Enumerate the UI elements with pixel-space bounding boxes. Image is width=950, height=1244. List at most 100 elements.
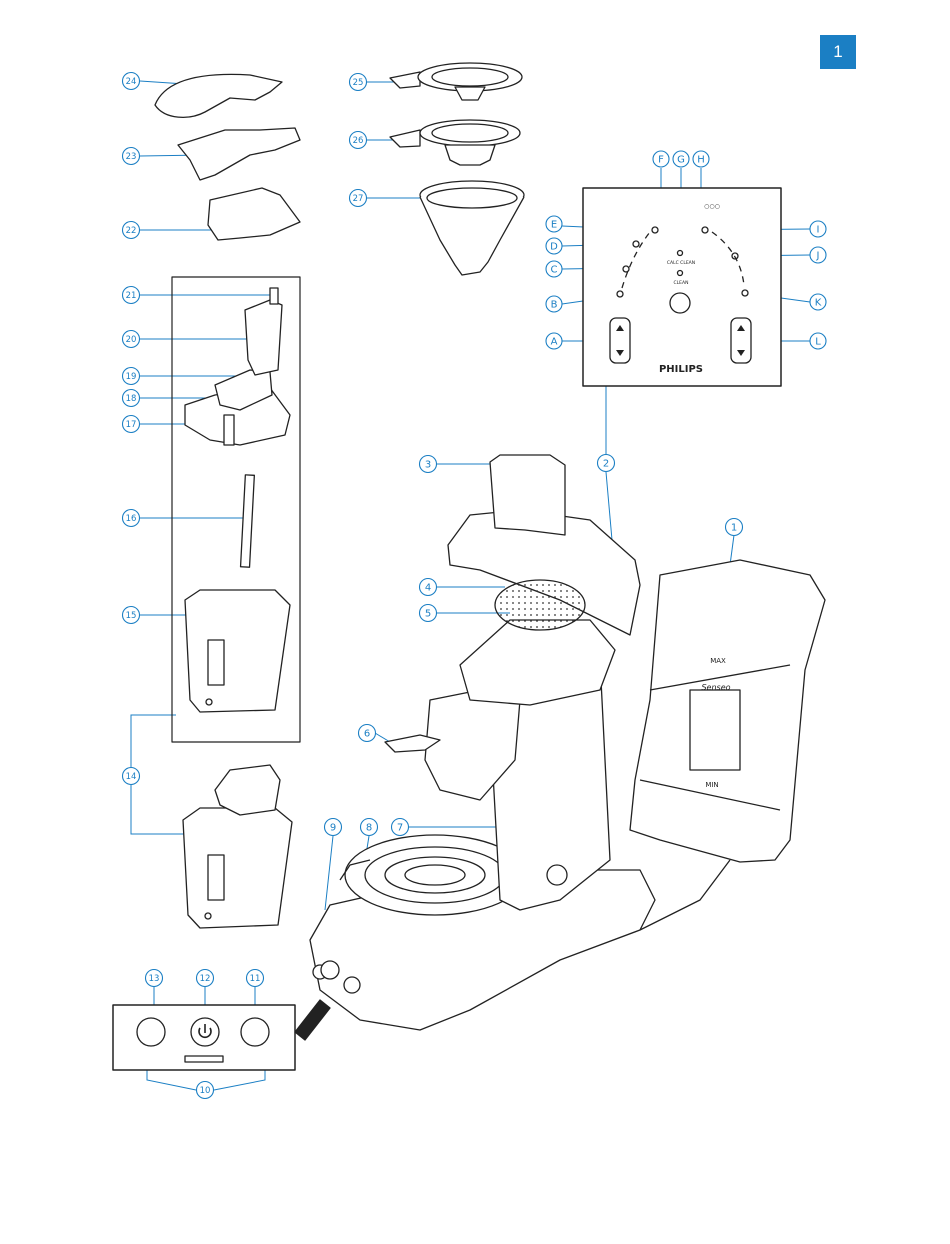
callout-text-n17: 17 xyxy=(126,420,137,430)
callout-text-n18: 18 xyxy=(126,394,137,404)
callout-text-n8: 8 xyxy=(366,823,372,834)
callout-n7: 7 xyxy=(392,819,409,836)
reservoir-max-label: MAX xyxy=(710,657,726,665)
reservoir-logo-text: Senseo xyxy=(701,683,730,692)
part-25-pad-holder-one-cup xyxy=(390,63,522,100)
callout-n2: 2 xyxy=(598,455,615,472)
callout-letter-J: J xyxy=(810,247,826,263)
callout-n12: 12 xyxy=(197,970,214,987)
callout-n18: 18 xyxy=(123,390,140,407)
callout-text-letter-I: I xyxy=(817,225,820,236)
callout-n21: 21 xyxy=(123,287,140,304)
callout-n24: 24 xyxy=(123,73,140,90)
part-26-pad-holder-two-cup xyxy=(390,120,520,165)
callout-text-n23: 23 xyxy=(126,152,137,162)
callout-text-n25: 25 xyxy=(353,78,364,88)
panel-brand-text: PHILIPS xyxy=(659,364,703,375)
callout-n19: 19 xyxy=(123,368,140,385)
callout-text-n26: 26 xyxy=(353,136,364,146)
callout-letter-F: F xyxy=(653,151,669,167)
callout-n14: 14 xyxy=(123,768,140,785)
main-coffee-machine xyxy=(310,455,655,1030)
callout-text-n13: 13 xyxy=(149,974,160,984)
callout-n22: 22 xyxy=(123,222,140,239)
callout-n11: 11 xyxy=(247,970,264,987)
callout-text-n5: 5 xyxy=(425,609,431,620)
callout-text-letter-J: J xyxy=(816,251,820,262)
callout-text-letter-K: K xyxy=(815,298,822,309)
callout-text-n9: 9 xyxy=(330,823,336,834)
detail-indicator-strip xyxy=(185,1056,223,1062)
panel-button-right xyxy=(731,318,751,363)
callout-n27: 27 xyxy=(350,190,367,207)
part-27-funnel xyxy=(420,181,524,275)
callout-n20: 20 xyxy=(123,331,140,348)
detail-button-13 xyxy=(137,1018,165,1046)
callout-text-n2: 2 xyxy=(603,459,609,470)
callout-text-n27: 27 xyxy=(353,194,364,204)
callout-text-letter-H: H xyxy=(697,155,705,166)
callout-text-n22: 22 xyxy=(126,226,137,236)
callout-text-n4: 4 xyxy=(425,583,431,594)
part-22-clip xyxy=(208,188,300,240)
callout-n6: 6 xyxy=(359,725,376,742)
callout-letter-L: L xyxy=(810,333,826,349)
callout-n15: 15 xyxy=(123,607,140,624)
callout-n13: 13 xyxy=(146,970,163,987)
callout-text-n7: 7 xyxy=(397,823,403,834)
callout-text-n1: 1 xyxy=(731,523,737,534)
part-17-21-frother-unit xyxy=(185,288,290,445)
callout-n8: 8 xyxy=(361,819,378,836)
panel-power-button xyxy=(670,293,690,313)
callout-text-n19: 19 xyxy=(126,372,137,382)
part-23-bracket xyxy=(178,128,300,180)
callout-letter-G: G xyxy=(673,151,689,167)
callout-text-n6: 6 xyxy=(364,729,370,740)
part-1-water-reservoir xyxy=(630,560,825,930)
callout-text-n12: 12 xyxy=(200,974,211,984)
callout-n17: 17 xyxy=(123,416,140,433)
callout-text-n11: 11 xyxy=(250,974,261,984)
callout-letter-K: K xyxy=(810,294,826,310)
callout-text-letter-L: L xyxy=(815,337,821,348)
callout-text-letter-E: E xyxy=(551,220,557,231)
panel-button-left xyxy=(610,318,630,363)
parts xyxy=(113,63,825,1070)
callout-letter-D: D xyxy=(546,238,562,254)
callout-letter-I: I xyxy=(810,221,826,237)
callout-n3: 3 xyxy=(420,456,437,473)
detail-pointer xyxy=(295,1000,330,1040)
callout-text-letter-G: G xyxy=(677,155,685,166)
callout-n23: 23 xyxy=(123,148,140,165)
part-15-milk-container xyxy=(185,590,290,712)
callout-letter-E: E xyxy=(546,216,562,232)
callout-text-n16: 16 xyxy=(126,514,137,524)
callout-text-n21: 21 xyxy=(126,291,137,301)
detail-button-11 xyxy=(241,1018,269,1046)
callout-n26: 26 xyxy=(350,132,367,149)
callout-letter-A: A xyxy=(546,333,562,349)
panel-calc-clean-text: CALC CLEAN xyxy=(667,260,695,266)
reservoir-min-label: MIN xyxy=(705,781,718,789)
callout-n25: 25 xyxy=(350,74,367,91)
callout-letter-H: H xyxy=(693,151,709,167)
callout-text-n10: 10 xyxy=(200,1086,211,1096)
callout-text-n15: 15 xyxy=(126,611,137,621)
part-14-milk-container-assembled xyxy=(183,765,292,928)
callout-text-n14: 14 xyxy=(126,772,137,782)
callout-text-letter-D: D xyxy=(550,242,558,253)
callout-letter-B: B xyxy=(546,296,562,312)
callout-text-n24: 24 xyxy=(126,77,137,87)
callout-text-letter-B: B xyxy=(551,300,558,311)
callout-text-letter-F: F xyxy=(658,155,664,166)
callout-text-letter-C: C xyxy=(551,265,558,276)
callout-text-letter-A: A xyxy=(551,337,558,348)
callout-n1: 1 xyxy=(726,519,743,536)
panel-strength-marks: ○○○ xyxy=(704,203,720,210)
callout-letter-C: C xyxy=(546,261,562,277)
panel-clean-text: CLEAN xyxy=(674,280,689,286)
callout-text-n20: 20 xyxy=(126,335,137,345)
callout-text-n3: 3 xyxy=(425,460,431,471)
callout-n9: 9 xyxy=(325,819,342,836)
